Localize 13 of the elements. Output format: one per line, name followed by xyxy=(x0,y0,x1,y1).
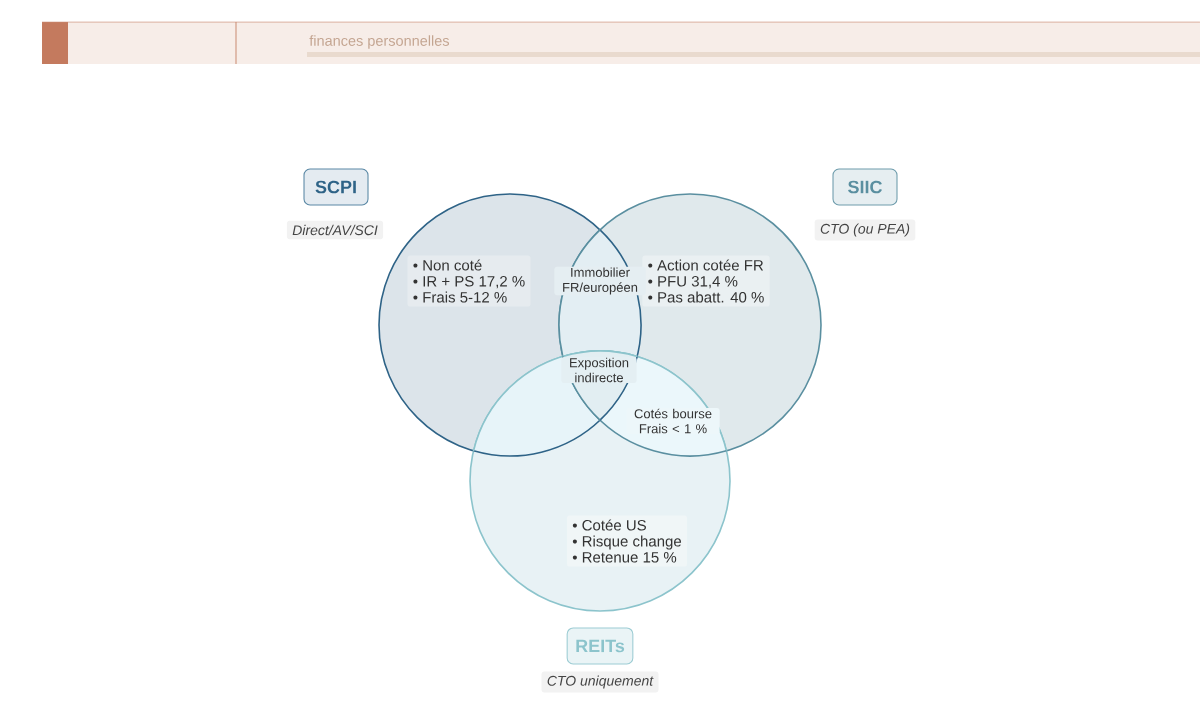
channel-note: CTO uniquement xyxy=(541,671,659,693)
overlap-label: Immobilier FR/européen xyxy=(554,266,646,296)
bullet-list: • Cotée US • Risque change • Retenue 15 % xyxy=(566,515,688,567)
title-tag: SIIC xyxy=(832,168,898,206)
bullet-list: • Action cotée FR • PFU 31,4 % • Pas abatt. 40 % xyxy=(642,255,770,307)
title-tag: REITs xyxy=(566,627,634,665)
title-tag: SCPI xyxy=(303,168,369,206)
overlap-label: Cotés bourse Frais < 1 % xyxy=(626,408,720,434)
tagline: finances personnelles xyxy=(309,35,450,49)
channel-note: Direct/AV/SCI xyxy=(286,220,384,240)
channel-note: CTO (ou PEA) xyxy=(814,219,916,241)
bullet-list: • Non coté • IR + PS 17,2 % • Frais 5-12 % xyxy=(407,255,531,307)
overlap-label: Exposition indirecte xyxy=(561,357,637,383)
